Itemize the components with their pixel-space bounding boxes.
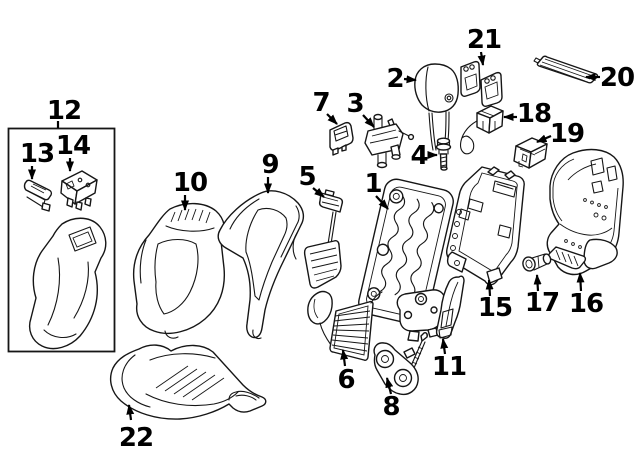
part-label-21: 21 (467, 25, 501, 55)
leader-arrow-7 (326, 113, 338, 125)
leader-arrow-16 (576, 272, 585, 292)
leader-arrow-11 (440, 338, 449, 355)
part-label-8: 8 (382, 392, 399, 422)
leader-arrow-1 (375, 195, 389, 210)
part-label-19: 19 (550, 119, 584, 149)
part-label-1: 1 (364, 169, 381, 199)
part-1-back-frame (358, 178, 454, 342)
part-2-headrest (414, 63, 459, 151)
part-label-10: 10 (173, 168, 207, 198)
leader-arrow-3 (362, 114, 375, 128)
leader-arrow-15 (485, 279, 494, 297)
part-label-6: 6 (337, 365, 354, 395)
part-6-lumbar-support (307, 290, 383, 361)
part-label-5: 5 (298, 162, 315, 192)
part-label-3: 3 (346, 89, 363, 119)
part-label-13: 13 (20, 139, 54, 169)
part-label-7: 7 (312, 88, 329, 118)
part-label-14: 14 (56, 131, 90, 161)
leader-arrow-5 (312, 187, 325, 198)
part-16-back-shell (546, 148, 624, 276)
part-label-17: 17 (525, 288, 559, 318)
part-label-12: 12 (47, 96, 81, 126)
part-20-trim-strip (533, 55, 599, 84)
part-18-cable-bracket (460, 105, 504, 155)
part-3-actuator (364, 113, 415, 169)
callout-box-12 (7, 127, 116, 353)
part-label-11: 11 (432, 352, 466, 382)
part-21-guides (460, 60, 503, 107)
part-15-back-panel (445, 166, 525, 286)
part-label-9: 9 (261, 150, 278, 180)
part-22-seat-cushion (109, 344, 267, 420)
part-7-module (329, 121, 354, 156)
leader-arrow-17 (533, 274, 542, 292)
part-label-22: 22 (119, 423, 153, 453)
part-label-4: 4 (410, 141, 427, 171)
leader-arrow-2 (403, 75, 417, 84)
part-11-side-shield (435, 275, 465, 339)
part-label-15: 15 (478, 293, 512, 323)
part-19-latch-bracket (513, 137, 548, 169)
part-9-back-cover (217, 190, 305, 340)
part-14-bracket (60, 170, 98, 211)
leader-arrow-8 (385, 377, 394, 395)
leader-arrow-19 (536, 134, 552, 144)
part-4-bolt (435, 137, 452, 171)
part-label-18: 18 (517, 99, 551, 129)
part-label-16: 16 (569, 289, 603, 319)
leader-arrow-6 (340, 349, 349, 367)
leader-arrow-22 (126, 404, 135, 421)
part-13-clip (23, 179, 53, 212)
part-label-20: 20 (600, 63, 634, 93)
part-10-back-cushion (132, 202, 226, 339)
part-12-cushion (28, 217, 107, 350)
part-label-2: 2 (386, 64, 403, 94)
leader-arrow-21 (477, 51, 486, 66)
part-8-recliner (373, 332, 428, 396)
part-5-strap-bracket (292, 189, 344, 289)
part-17-pin (522, 253, 552, 272)
